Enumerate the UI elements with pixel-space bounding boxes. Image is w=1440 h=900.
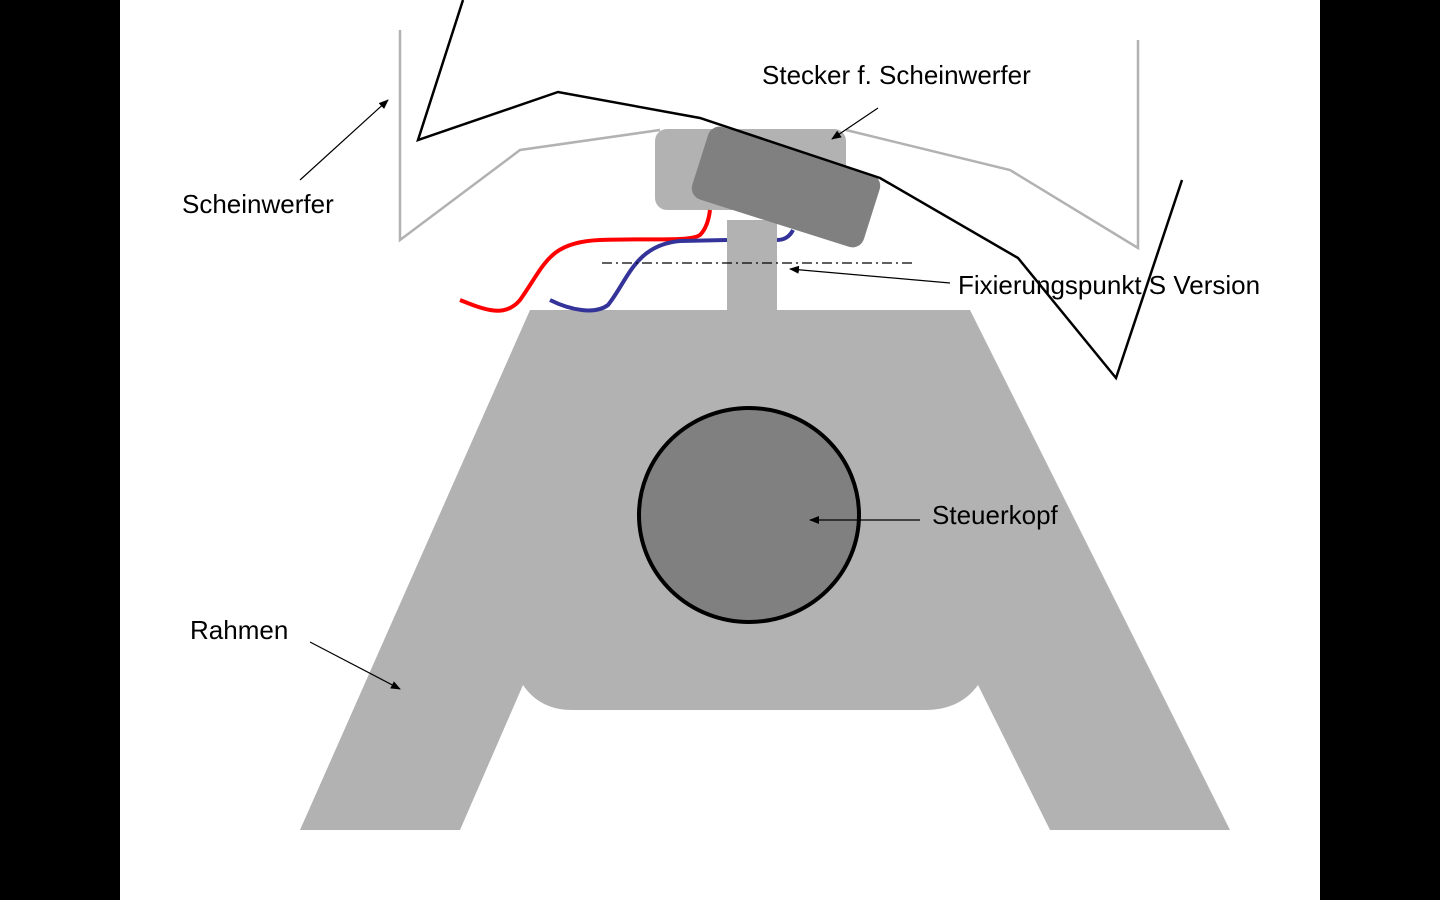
connector-plug	[691, 126, 881, 248]
fixing-point-arrow	[789, 265, 951, 284]
headlight-outline-right	[845, 40, 1140, 251]
black-contour-line	[416, 0, 1184, 381]
label-connector: Stecker f. Scheinwerfer	[762, 60, 1031, 90]
wire-blue	[549, 238, 728, 313]
connector-arrow	[831, 107, 879, 140]
wire-red	[459, 209, 712, 313]
headlight-outline-left	[398, 30, 661, 243]
headlight-arrow	[299, 99, 389, 181]
label-head-tube: Steuerkopf	[932, 500, 1059, 530]
label-frame: Rahmen	[190, 615, 288, 645]
frame-arrow	[309, 641, 401, 690]
label-fixing-point: Fixierungspunkt S Version	[958, 270, 1260, 300]
head-tube-circle	[637, 406, 861, 624]
wire-blue-end	[776, 229, 795, 242]
label-headlight: Scheinwerfer	[182, 189, 334, 219]
fixing-stem	[727, 220, 777, 312]
